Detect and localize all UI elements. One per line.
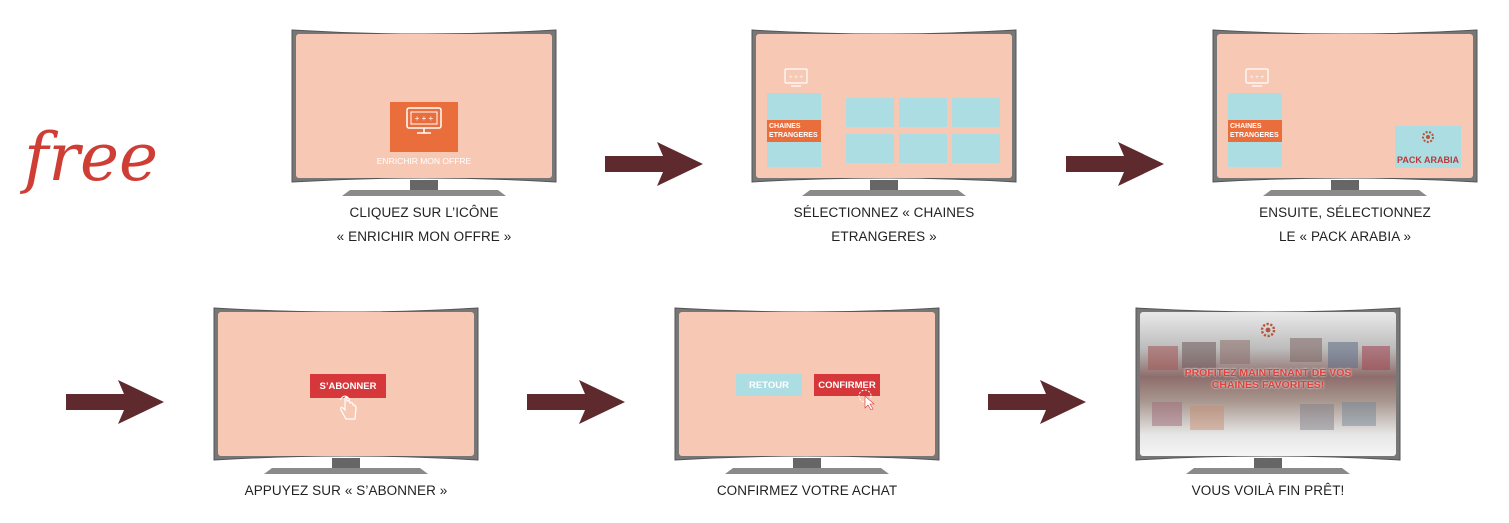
enrichir-offre-tile[interactable]: + + +	[390, 102, 458, 152]
tv-screen: + + + CHAINES ETRANGERES PACK ARABIA	[1217, 34, 1473, 178]
pack-arabia-emblem-icon	[1422, 131, 1434, 143]
arrow-right-icon	[527, 380, 625, 424]
tv-step-6: PROFITEZ MAINTENANT DE VOS CHAÎNES FAVOR…	[1134, 306, 1402, 476]
channel-thumbnail	[1182, 342, 1216, 368]
svg-text:+ + +: + + +	[1250, 75, 1264, 81]
channel-tile[interactable]	[952, 98, 1000, 127]
caption-line: LE « PACK ARABIA »	[1278, 229, 1412, 244]
channel-tile[interactable]	[952, 134, 1000, 163]
channel-thumbnail	[1290, 338, 1322, 362]
caption-line: CLIQUEZ SUR L’ICÔNE	[349, 205, 499, 220]
tv-icon: + + +	[784, 68, 808, 87]
caption-line: SÉLECTIONNEZ « CHAINES	[793, 205, 975, 220]
chaines-etrangeres-label: CHAINES ETRANGERES	[1228, 120, 1282, 142]
label-line: ETRANGERES	[769, 132, 818, 139]
logo-text: free	[19, 119, 158, 196]
channel-thumbnail	[1152, 402, 1182, 426]
tv-screen: + + + ENRICHIR MON OFFRE	[296, 34, 552, 178]
arrow-right-icon	[605, 142, 703, 186]
caption-step-1: CLIQUEZ SUR L’ICÔNE « ENRICHIR MON OFFRE…	[290, 201, 558, 249]
tv-screen: + + + CHAINES ETRANGERES	[756, 34, 1012, 178]
tv-screen: RETOUR CONFIRMER	[679, 312, 935, 456]
tv-step-3: + + + CHAINES ETRANGERES PACK ARABIA	[1211, 28, 1479, 198]
caption-line: ENSUITE, SÉLECTIONNEZ	[1259, 205, 1431, 220]
caption-step-3: ENSUITE, SÉLECTIONNEZ LE « PACK ARABIA »	[1211, 201, 1479, 249]
svg-text:+ + +: + + +	[789, 75, 803, 81]
label-line: CHAINES	[1230, 123, 1262, 130]
tv-step-5: RETOUR CONFIRMER	[673, 306, 941, 476]
caption-line: CONFIRMEZ VOTRE ACHAT	[716, 483, 898, 498]
final-message-line: CHAÎNES FAVORITES!	[1211, 379, 1325, 391]
tv-screen: S’ABONNER	[218, 312, 474, 456]
tv-step-4: S’ABONNER	[212, 306, 480, 476]
final-message-line: PROFITEZ MAINTENANT DE VOS	[1184, 367, 1352, 379]
pack-arabia-tile[interactable]: PACK ARABIA	[1395, 126, 1461, 168]
channel-thumbnail	[1328, 342, 1358, 368]
tv-icon: + + +	[406, 107, 442, 134]
channel-thumbnail	[1148, 346, 1178, 370]
chaines-etrangeres-label: CHAINES ETRANGERES	[767, 120, 821, 142]
channel-thumbnail	[1190, 406, 1224, 430]
caption-line: APPUYEZ SUR « S’ABONNER »	[244, 483, 448, 498]
svg-text:+ + +: + + +	[415, 114, 434, 123]
arrow-right-icon	[66, 380, 164, 424]
channel-tile[interactable]	[846, 134, 894, 163]
channel-tile[interactable]	[899, 134, 947, 163]
caption-line: ETRANGERES »	[831, 229, 937, 244]
caption-step-2: SÉLECTIONNEZ « CHAINES ETRANGERES »	[750, 201, 1018, 249]
channel-tile[interactable]	[899, 98, 947, 127]
pack-arabia-label: PACK ARABIA	[1397, 155, 1459, 165]
channel-thumbnail	[1220, 340, 1250, 364]
channel-thumbnail	[1300, 404, 1334, 430]
tv-step-1: + + + ENRICHIR MON OFFRE	[290, 28, 558, 198]
hand-pointer-icon	[339, 395, 357, 420]
arrow-right-icon	[988, 380, 1086, 424]
sabonner-button[interactable]: S’ABONNER	[310, 374, 386, 398]
channel-thumbnail	[1342, 402, 1376, 426]
caption-line: « ENRICHIR MON OFFRE »	[336, 229, 512, 244]
channel-thumbnail	[1362, 346, 1390, 370]
cursor-click-icon	[858, 389, 875, 410]
caption-step-4: APPUYEZ SUR « S’ABONNER »	[212, 479, 480, 503]
label-line: ETRANGERES	[1230, 132, 1279, 139]
caption-line: VOUS VOILÀ FIN PRÊT!	[1191, 483, 1345, 498]
caption-step-5: CONFIRMEZ VOTRE ACHAT	[673, 479, 941, 503]
label-line: CHAINES	[769, 123, 801, 130]
tv-icon: + + +	[1245, 68, 1269, 87]
free-logo: free	[18, 118, 218, 208]
retour-button[interactable]: RETOUR	[736, 374, 802, 396]
final-message: PROFITEZ MAINTENANT DE VOS CHAÎNES FAVOR…	[1140, 367, 1396, 391]
channel-tile[interactable]	[846, 98, 894, 127]
tv-screen: PROFITEZ MAINTENANT DE VOS CHAÎNES FAVOR…	[1140, 312, 1396, 456]
pack-arabia-emblem-icon	[1260, 322, 1276, 338]
arrow-right-icon	[1066, 142, 1164, 186]
enrichir-offre-label: ENRICHIR MON OFFRE	[376, 156, 472, 166]
caption-step-6: VOUS VOILÀ FIN PRÊT!	[1134, 479, 1402, 503]
tv-step-2: + + + CHAINES ETRANGERES	[750, 28, 1018, 198]
